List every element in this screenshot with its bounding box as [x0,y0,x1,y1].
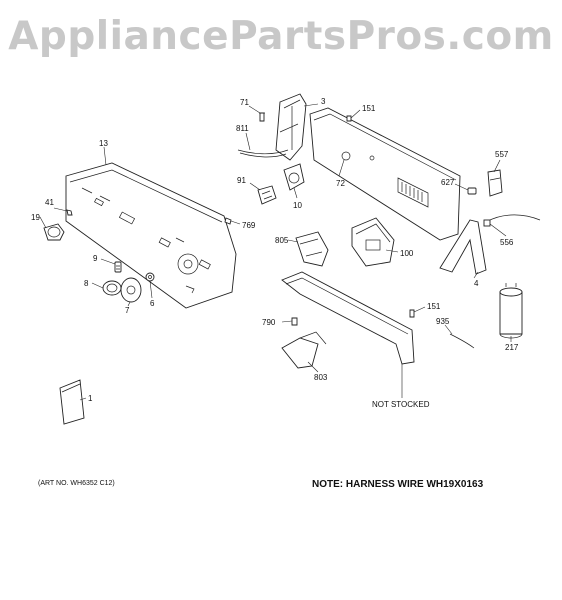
part-9 [114,261,122,273]
part-knob-8 [102,280,122,296]
part-clip-41 [66,209,73,216]
part-harness-811 [237,149,289,158]
part-6 [145,272,155,282]
label-not-stocked: NOT STOCKED [372,400,430,409]
label-9: 9 [93,254,98,263]
watermark: AppliancePartsPros.com [8,14,554,59]
part-manual-1 [59,379,85,425]
part-805 [295,231,329,267]
label-72: 72 [336,179,345,188]
part-capacitor-217 [499,283,523,339]
harness-note: NOTE: HARNESS WIRE WH19X0163 [312,479,484,490]
part-769 [224,217,232,225]
part-bracket-4 [439,219,487,275]
part-627 [467,187,477,195]
label-151a: 151 [362,104,376,113]
part-bracket-3 [275,93,307,161]
label-8: 8 [84,279,89,288]
label-811: 811 [236,124,249,133]
label-217: 217 [505,343,519,352]
label-41: 41 [45,198,54,207]
label-91: 91 [237,176,246,185]
label-7: 7 [125,306,130,315]
label-1: 1 [88,394,93,403]
part-lower-rail [281,271,415,365]
label-935: 935 [436,317,450,326]
label-790: 790 [262,318,276,327]
label-803: 803 [314,373,328,382]
label-627: 627 [441,178,455,187]
leader-lines [39,103,512,401]
label-100: 100 [400,249,414,258]
label-4: 4 [474,279,479,288]
art-number: (ART NO. WH6352 C12) [38,480,115,487]
label-556: 556 [500,238,514,247]
part-control-panel [65,162,237,309]
part-790 [291,317,298,326]
part-screw-151a [346,115,352,122]
label-805: 805 [275,236,289,245]
part-rear-panel-72 [309,107,461,241]
part-timer-7 [120,277,142,303]
part-91 [257,185,277,205]
part-wire-556 [483,214,541,227]
label-71: 71 [240,98,249,107]
part-module-100 [351,217,395,267]
label-151b: 151 [427,302,441,311]
part-knob-19 [43,223,65,241]
part-labels: 71 3 151 811 13 91 10 72 627 557 41 19 7… [31,97,519,409]
label-19: 19 [31,213,40,222]
label-10: 10 [293,201,302,210]
label-6: 6 [150,299,155,308]
label-769: 769 [242,221,256,230]
label-13: 13 [99,139,108,148]
label-3: 3 [321,97,326,106]
part-screw-71 [259,112,265,122]
part-wire-935 [449,333,475,349]
part-switch-10 [283,163,305,191]
part-screw-151b [409,309,415,318]
part-557 [487,169,503,197]
part-803 [281,331,327,369]
label-557: 557 [495,150,509,159]
